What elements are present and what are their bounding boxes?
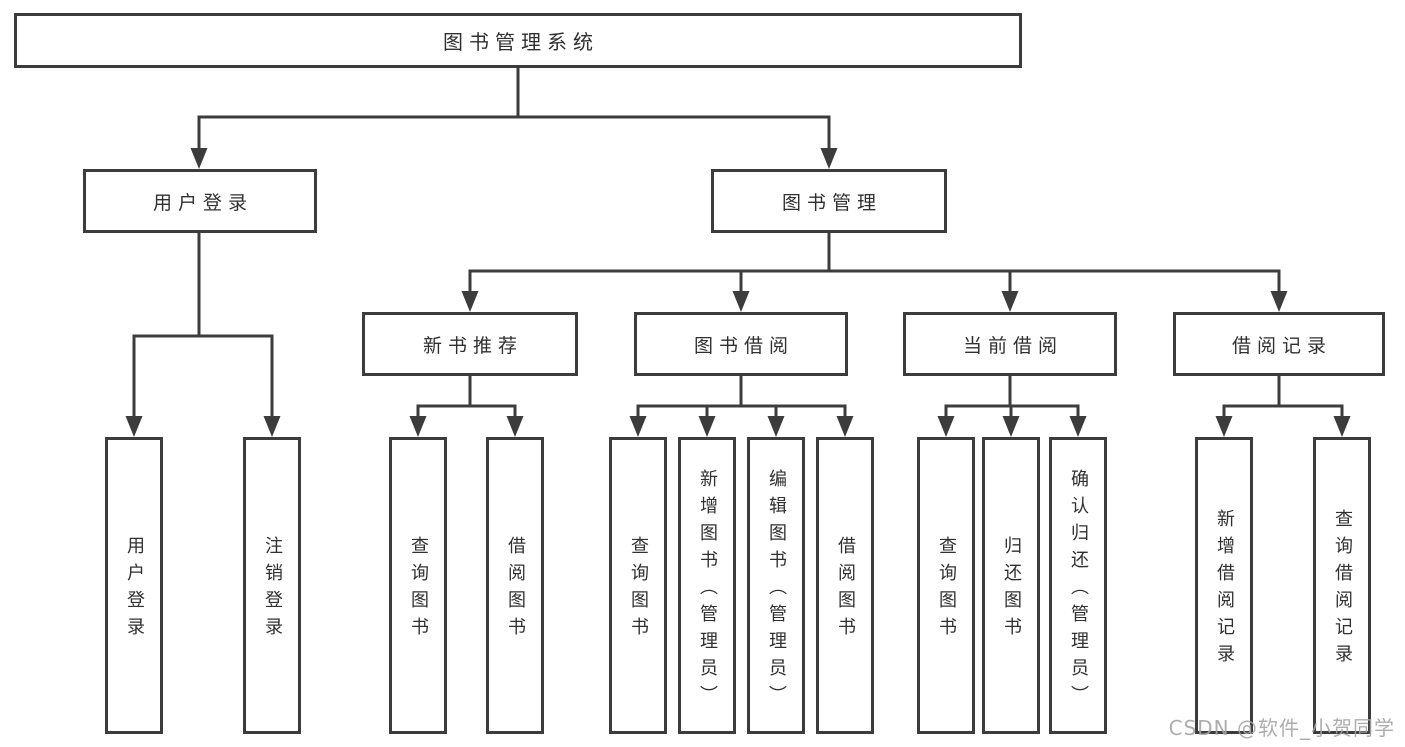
connector-new-book-recommend-children [416,376,517,418]
node-add-books-admin: 新增图书（管理员） [678,437,736,734]
node-return-books: 归还图书 [982,437,1040,734]
node-new-book-recommend: 新书推荐 [362,312,578,376]
node-logout: 注销登录 [243,437,301,734]
connector-user-login-children [132,232,274,418]
connector-borrowing-records-children [1222,376,1344,418]
node-book-management: 图书管理 [711,169,947,233]
connector-book-borrowing-children [636,376,847,418]
node-current-borrowing: 当前借阅 [903,312,1117,376]
node-query-borrow-record: 查询借阅记录 [1313,437,1371,734]
node-query-books-current: 查询图书 [917,437,975,734]
node-query-books-borrowing: 查询图书 [609,437,667,734]
node-confirm-return-admin: 确认归还（管理员） [1049,437,1107,734]
connector-current-borrowing-children [944,376,1080,418]
node-user-login: 用户登录 [105,437,163,734]
node-borrowing-records: 借阅记录 [1173,312,1385,376]
csdn-watermark: CSDN @软件_小贺同学 [1168,716,1395,740]
node-library-management-system: 图书管理系统 [14,13,1022,68]
node-borrow-books-recommend: 借阅图书 [486,437,544,734]
connector-root-to-level2 [197,68,831,150]
node-book-borrowing: 图书借阅 [634,312,848,376]
node-user-login-group: 用户登录 [83,169,317,233]
node-query-books-recommend: 查询图书 [389,437,447,734]
connector-book-management-children [468,232,1281,293]
node-borrow-books: 借阅图书 [816,437,874,734]
node-edit-books-admin: 编辑图书（管理员） [747,437,805,734]
node-add-borrow-record: 新增借阅记录 [1195,437,1253,734]
